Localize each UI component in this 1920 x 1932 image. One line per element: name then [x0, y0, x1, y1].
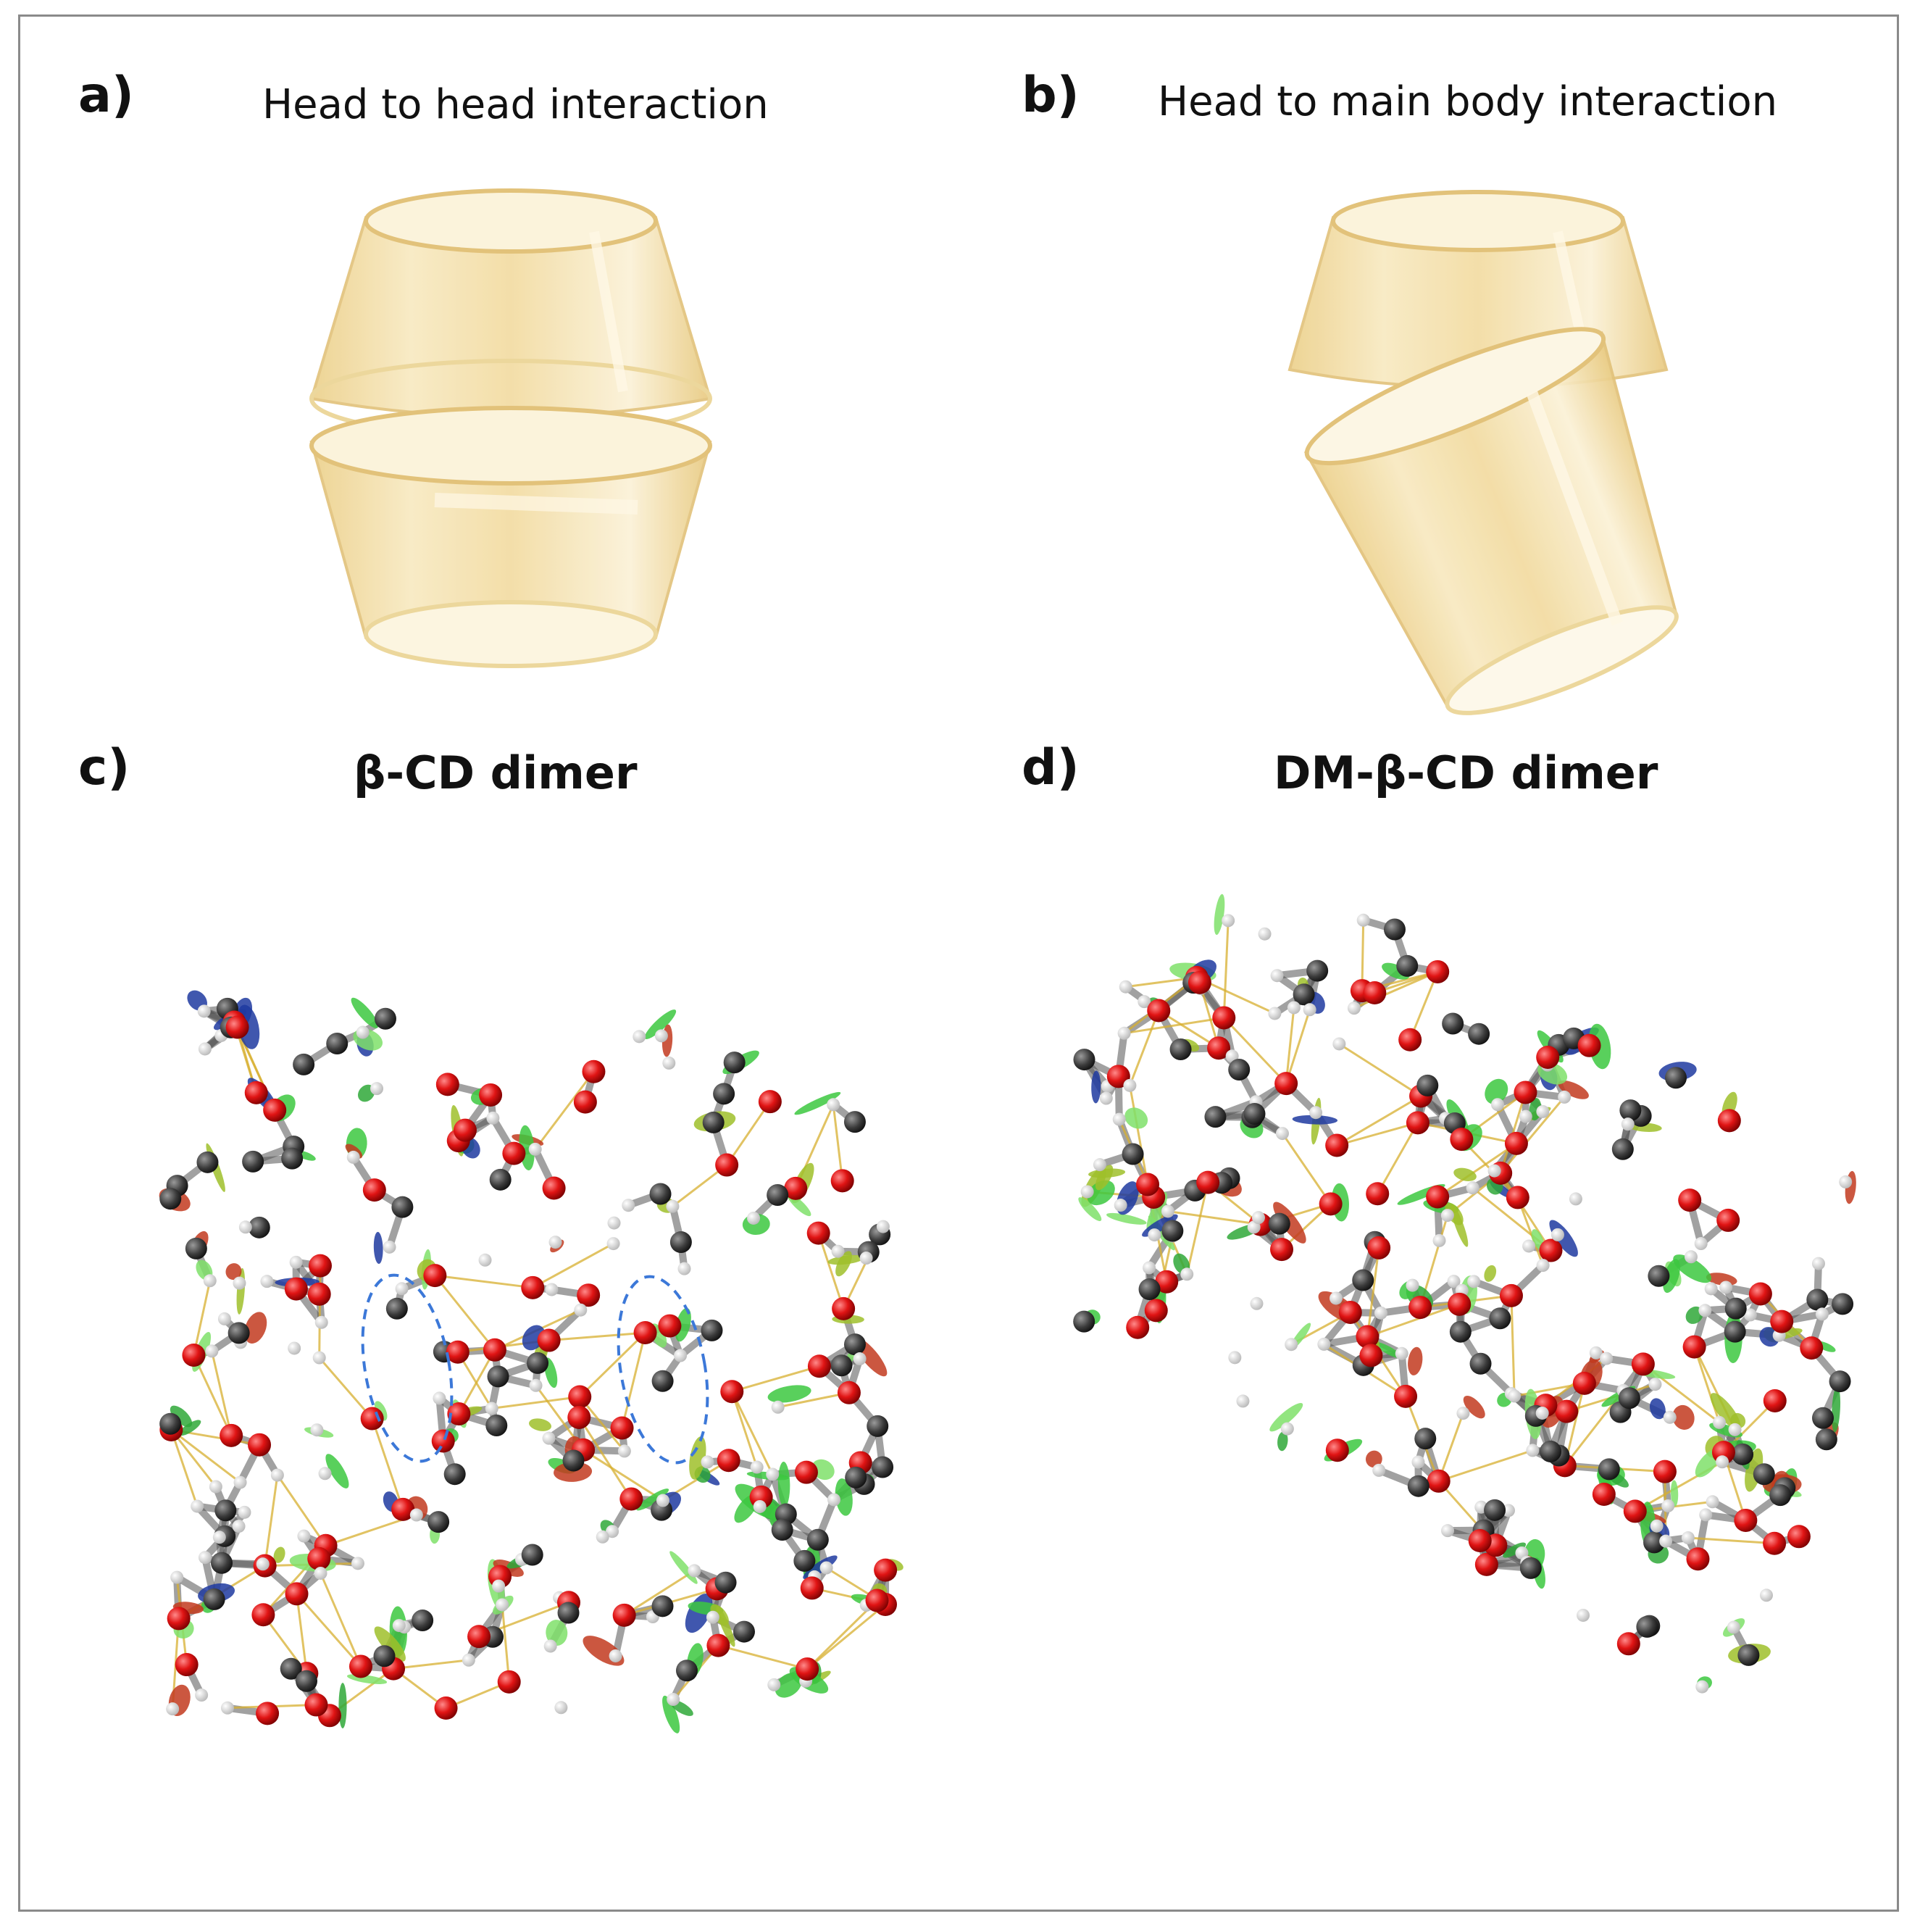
panel-b-title: Head to main body interaction [1158, 78, 1778, 125]
panel-c-title: β-CD dimer [354, 746, 638, 799]
cup-top-a [309, 188, 712, 438]
atoms [159, 997, 898, 1728]
hbond-highlight-left [361, 1273, 454, 1463]
beta-cd-dimer-structure [159, 990, 903, 1733]
cup-tilted-b [1303, 327, 1679, 715]
panel-d-title: DM-β-CD dimer [1274, 746, 1658, 799]
panel-c-label: c) [78, 739, 130, 796]
panel-d-label: d) [1022, 739, 1080, 796]
atoms [1073, 913, 1854, 1694]
panel-a-title: Head to head interaction [262, 81, 769, 128]
cup-bottom-a [309, 406, 712, 668]
dm-beta-cd-dimer-structure [1073, 894, 1856, 1694]
hbond-highlight-right [617, 1275, 709, 1465]
panel-b-label: b) [1022, 67, 1080, 124]
panel-a-label: a) [78, 67, 134, 124]
